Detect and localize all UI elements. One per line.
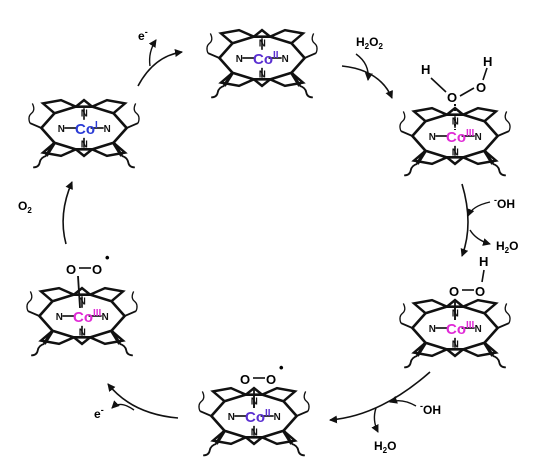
arrow-top-to-upper-right — [341, 65, 393, 99]
ligand-ur-o1: O — [447, 90, 457, 105]
label-oh-right: -OH — [494, 195, 515, 211]
metal-ur-ox: III — [466, 128, 475, 139]
arrow-lower-right-to-bottom — [329, 371, 431, 424]
arrow-bottom-to-lower-left — [107, 383, 179, 419]
ligand-ll-bond-co — [77, 275, 81, 309]
metal-top-ox: II — [273, 50, 279, 61]
metal-ll-symbol: Co — [73, 309, 93, 326]
label-o2: O2 — [18, 199, 32, 215]
metal-ul-symbol: Co — [75, 121, 95, 138]
metal-upper-left: CoI — [75, 120, 98, 138]
ligand-lr-bond-oh — [481, 269, 485, 283]
arrow-e-out-left — [111, 400, 135, 411]
metal-top: CoII — [253, 50, 279, 68]
ligand-lr-o2: O — [475, 284, 485, 299]
metal-top-symbol: Co — [253, 51, 273, 68]
label-e-left: e- — [94, 405, 104, 421]
arrow-h2o-out-bottom — [371, 407, 379, 433]
arrow-h2o2-in — [355, 53, 373, 81]
metal-ul-ox: I — [95, 120, 98, 131]
ligand-ur-bond2 — [459, 87, 475, 97]
metal-b-symbol: Co — [245, 409, 265, 426]
arrow-oh-in-right — [466, 201, 491, 217]
metal-bottom: CoII — [245, 408, 271, 426]
ligand-lr-o1: O — [449, 284, 459, 299]
arrow-upper-left-to-top — [137, 49, 183, 87]
arrow-e-out-top — [148, 39, 157, 67]
ligand-lr-h: H — [479, 254, 488, 269]
ligand-b-o1: O — [240, 372, 250, 387]
ligand-ll-o2: O — [92, 262, 102, 277]
arrow-h2o-out-right — [469, 229, 491, 246]
label-h2o-bottom: H2O — [374, 439, 396, 455]
ligand-ll-radical: • — [105, 250, 110, 265]
metal-b-ox: II — [265, 408, 271, 419]
label-h2o2: H2O2 — [356, 35, 383, 51]
arrow-lower-left-to-upper-left — [62, 181, 73, 245]
metal-upper-right: CoIII — [446, 128, 475, 146]
label-h2o-right: H2O — [496, 239, 518, 255]
label-oh-bottom: -OH — [420, 401, 441, 417]
arrow-oh-in-bottom — [389, 395, 417, 407]
ligand-b-radical: • — [279, 360, 284, 375]
metal-lr-ox: III — [466, 320, 475, 331]
ligand-ur-bond3 — [482, 67, 488, 81]
metal-lr-symbol: Co — [446, 321, 466, 338]
ligand-b-o2: O — [266, 372, 276, 387]
metal-lower-right: CoIII — [446, 320, 475, 338]
metal-lower-left: CoIII — [73, 308, 102, 326]
metal-ll-ox: III — [93, 308, 102, 319]
metal-ur-symbol: Co — [446, 129, 466, 146]
ligand-ur-bond1 — [430, 77, 447, 93]
label-e-top: e- — [138, 27, 148, 43]
ligand-ll-o1: O — [66, 262, 76, 277]
ligand-ur-o2: O — [476, 80, 486, 95]
ligand-ur-h2: H — [483, 54, 492, 69]
ligand-ur-h1: H — [421, 62, 430, 77]
arrow-upper-right-to-lower-right — [460, 183, 469, 257]
